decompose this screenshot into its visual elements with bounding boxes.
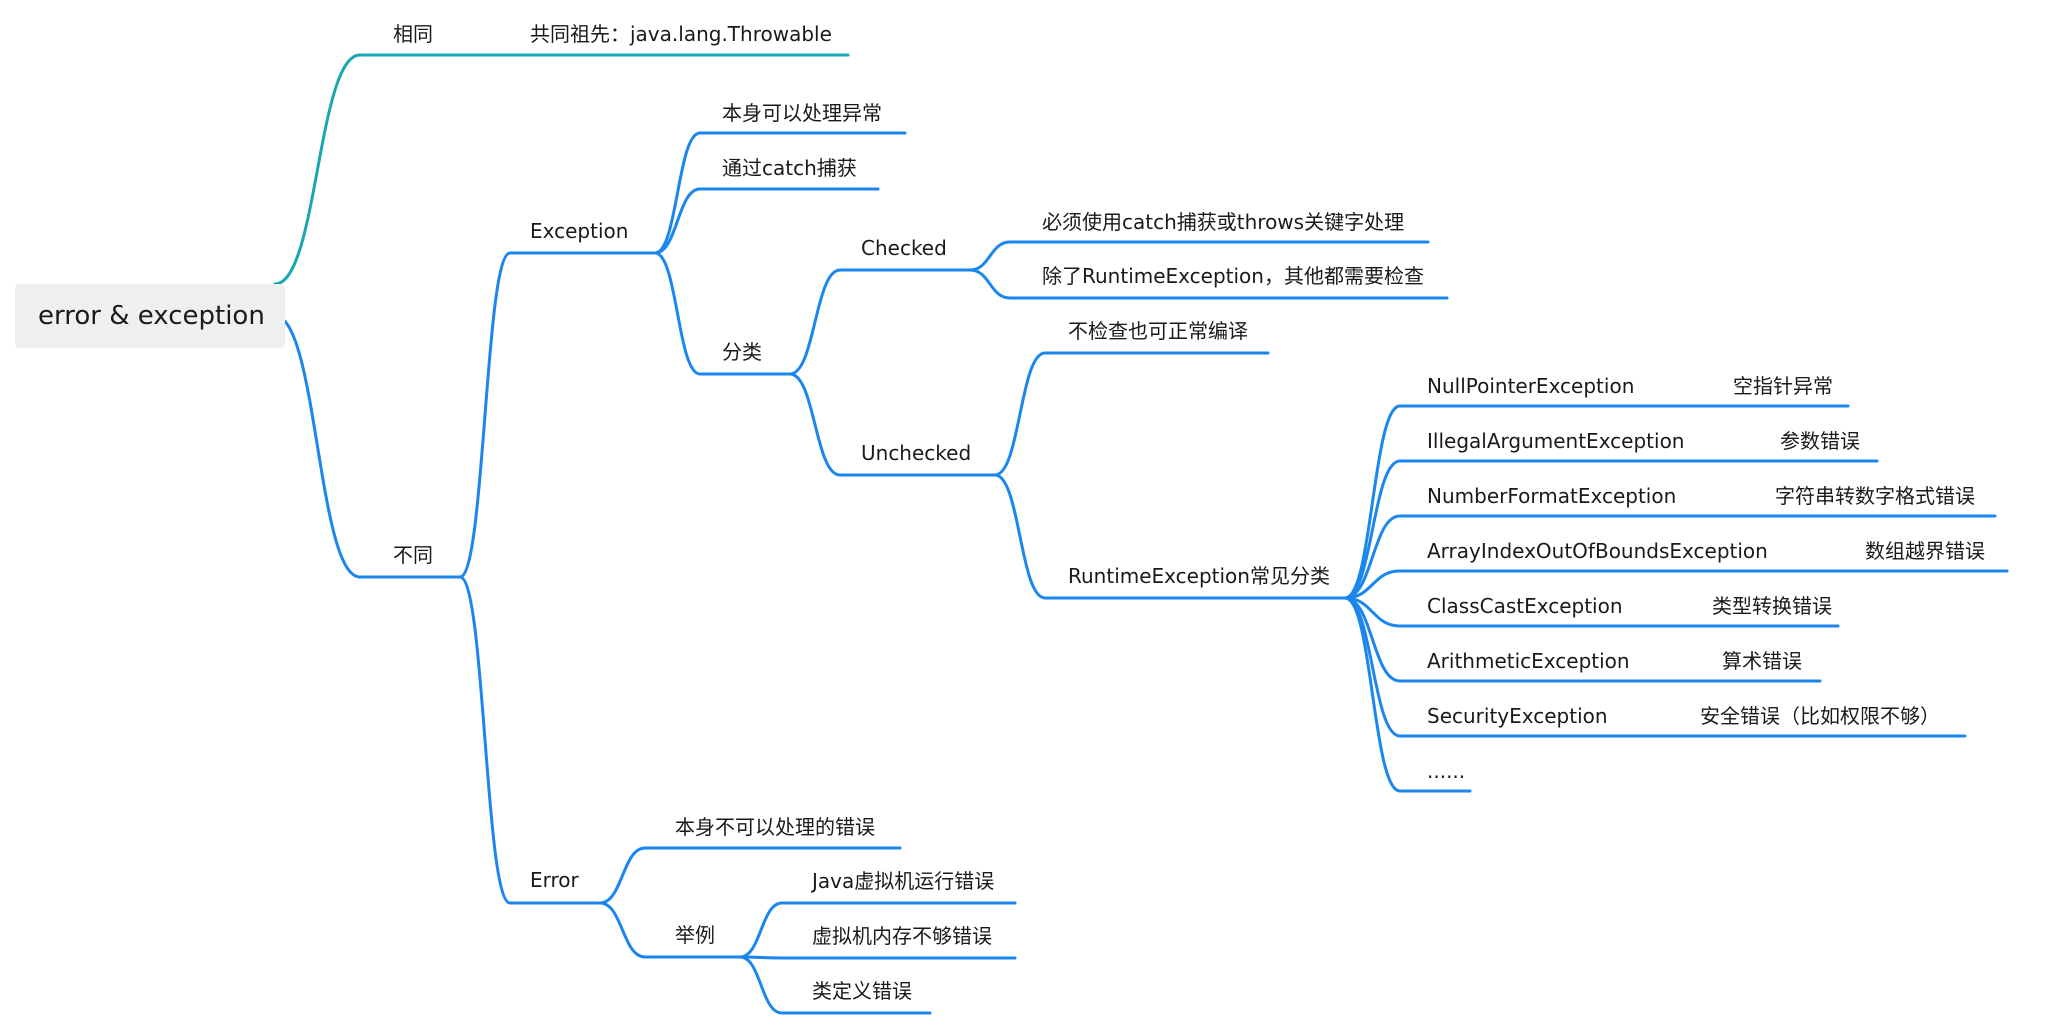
node-error-self-cannot[interactable]: 本身不可以处理的错误 (675, 815, 875, 839)
connector-exception-category (653, 251, 702, 376)
node-checked[interactable]: Checked (861, 236, 947, 260)
root-label: error & exception (38, 301, 265, 331)
connector-different-error (458, 575, 512, 905)
node-rt-name-4[interactable]: ClassCastException (1427, 594, 1623, 618)
node-rt-name-5[interactable]: ArithmeticException (1427, 649, 1630, 673)
node-category[interactable]: 分类 (722, 340, 762, 364)
connector-runtime-item-2 (1343, 514, 1402, 600)
connector-example-item-2 (738, 955, 784, 1015)
node-unchecked[interactable]: Unchecked (861, 441, 972, 465)
node-exception[interactable]: Exception (530, 219, 629, 243)
node-error[interactable]: Error (530, 868, 579, 892)
connector-checked-item-2 (968, 268, 1012, 300)
node-rt-desc-0[interactable]: 空指针异常 (1733, 374, 1833, 398)
connector-root-same (273, 53, 362, 286)
node-rt-desc-5[interactable]: 算术错误 (1722, 649, 1802, 673)
node-unchecked-no-check[interactable]: 不检查也可正常编译 (1068, 319, 1248, 343)
connector-root-different (273, 314, 362, 579)
node-exception-catch[interactable]: 通过catch捕获 (722, 156, 857, 180)
connector-runtime-item-1 (1343, 459, 1402, 600)
connector-unchecked-runtime (993, 473, 1047, 600)
root-node[interactable]: error & exception (15, 284, 285, 348)
node-rt-desc-6[interactable]: 安全错误（比如权限不够） (1700, 704, 1940, 728)
connector-exception-self-handle (653, 131, 702, 255)
connector-unchecked-no-check (993, 351, 1047, 477)
connector-example-item-0 (738, 901, 784, 959)
connector-error-self-cannot (598, 846, 647, 905)
node-rt-name-7[interactable]: ...... (1427, 759, 1466, 783)
node-rt-desc-3[interactable]: 数组越界错误 (1865, 539, 1985, 563)
node-checked-item-2[interactable]: 除了RuntimeException，其他都需要检查 (1042, 264, 1424, 288)
node-example-item-3[interactable]: 类定义错误 (812, 979, 912, 1003)
node-rt-name-0[interactable]: NullPointerException (1427, 374, 1635, 398)
connector-runtime-item-3 (1343, 569, 1402, 600)
node-same[interactable]: 相同 (393, 22, 433, 46)
node-rt-name-6[interactable]: SecurityException (1427, 704, 1608, 728)
node-rt-name-3[interactable]: ArrayIndexOutOfBoundsException (1427, 539, 1768, 563)
node-example-item-1[interactable]: Java虚拟机运行错误 (812, 869, 995, 893)
node-rt-desc-2[interactable]: 字符串转数字格式错误 (1775, 484, 1975, 508)
node-runtime-exception[interactable]: RuntimeException常见分类 (1068, 564, 1330, 588)
connector-lines (273, 53, 2009, 1015)
connector-runtime-item-0 (1343, 404, 1402, 600)
connector-error-example (598, 901, 647, 959)
connector-exception-catch (653, 187, 702, 255)
connector-category-unchecked (788, 372, 842, 477)
node-rt-name-2[interactable]: NumberFormatException (1427, 484, 1677, 508)
node-rt-name-1[interactable]: IllegalArgumentException (1427, 429, 1685, 453)
node-common-ancestor[interactable]: 共同祖先：java.lang.Throwable (530, 22, 832, 46)
connector-runtime-item-7 (1343, 596, 1402, 793)
node-checked-item-1[interactable]: 必须使用catch捕获或throws关键字处理 (1042, 210, 1405, 234)
connector-category-checked (788, 268, 842, 376)
node-different[interactable]: 不同 (393, 543, 433, 567)
connector-different-exception (458, 251, 512, 579)
connector-runtime-item-6 (1343, 596, 1402, 738)
node-rt-desc-1[interactable]: 参数错误 (1780, 429, 1860, 453)
connector-checked-item-1 (968, 240, 1012, 272)
node-error-example[interactable]: 举例 (675, 923, 715, 947)
node-exception-self-handle[interactable]: 本身可以处理异常 (722, 101, 882, 125)
node-example-item-2[interactable]: 虚拟机内存不够错误 (812, 924, 992, 948)
node-rt-desc-4[interactable]: 类型转换错误 (1712, 594, 1832, 618)
